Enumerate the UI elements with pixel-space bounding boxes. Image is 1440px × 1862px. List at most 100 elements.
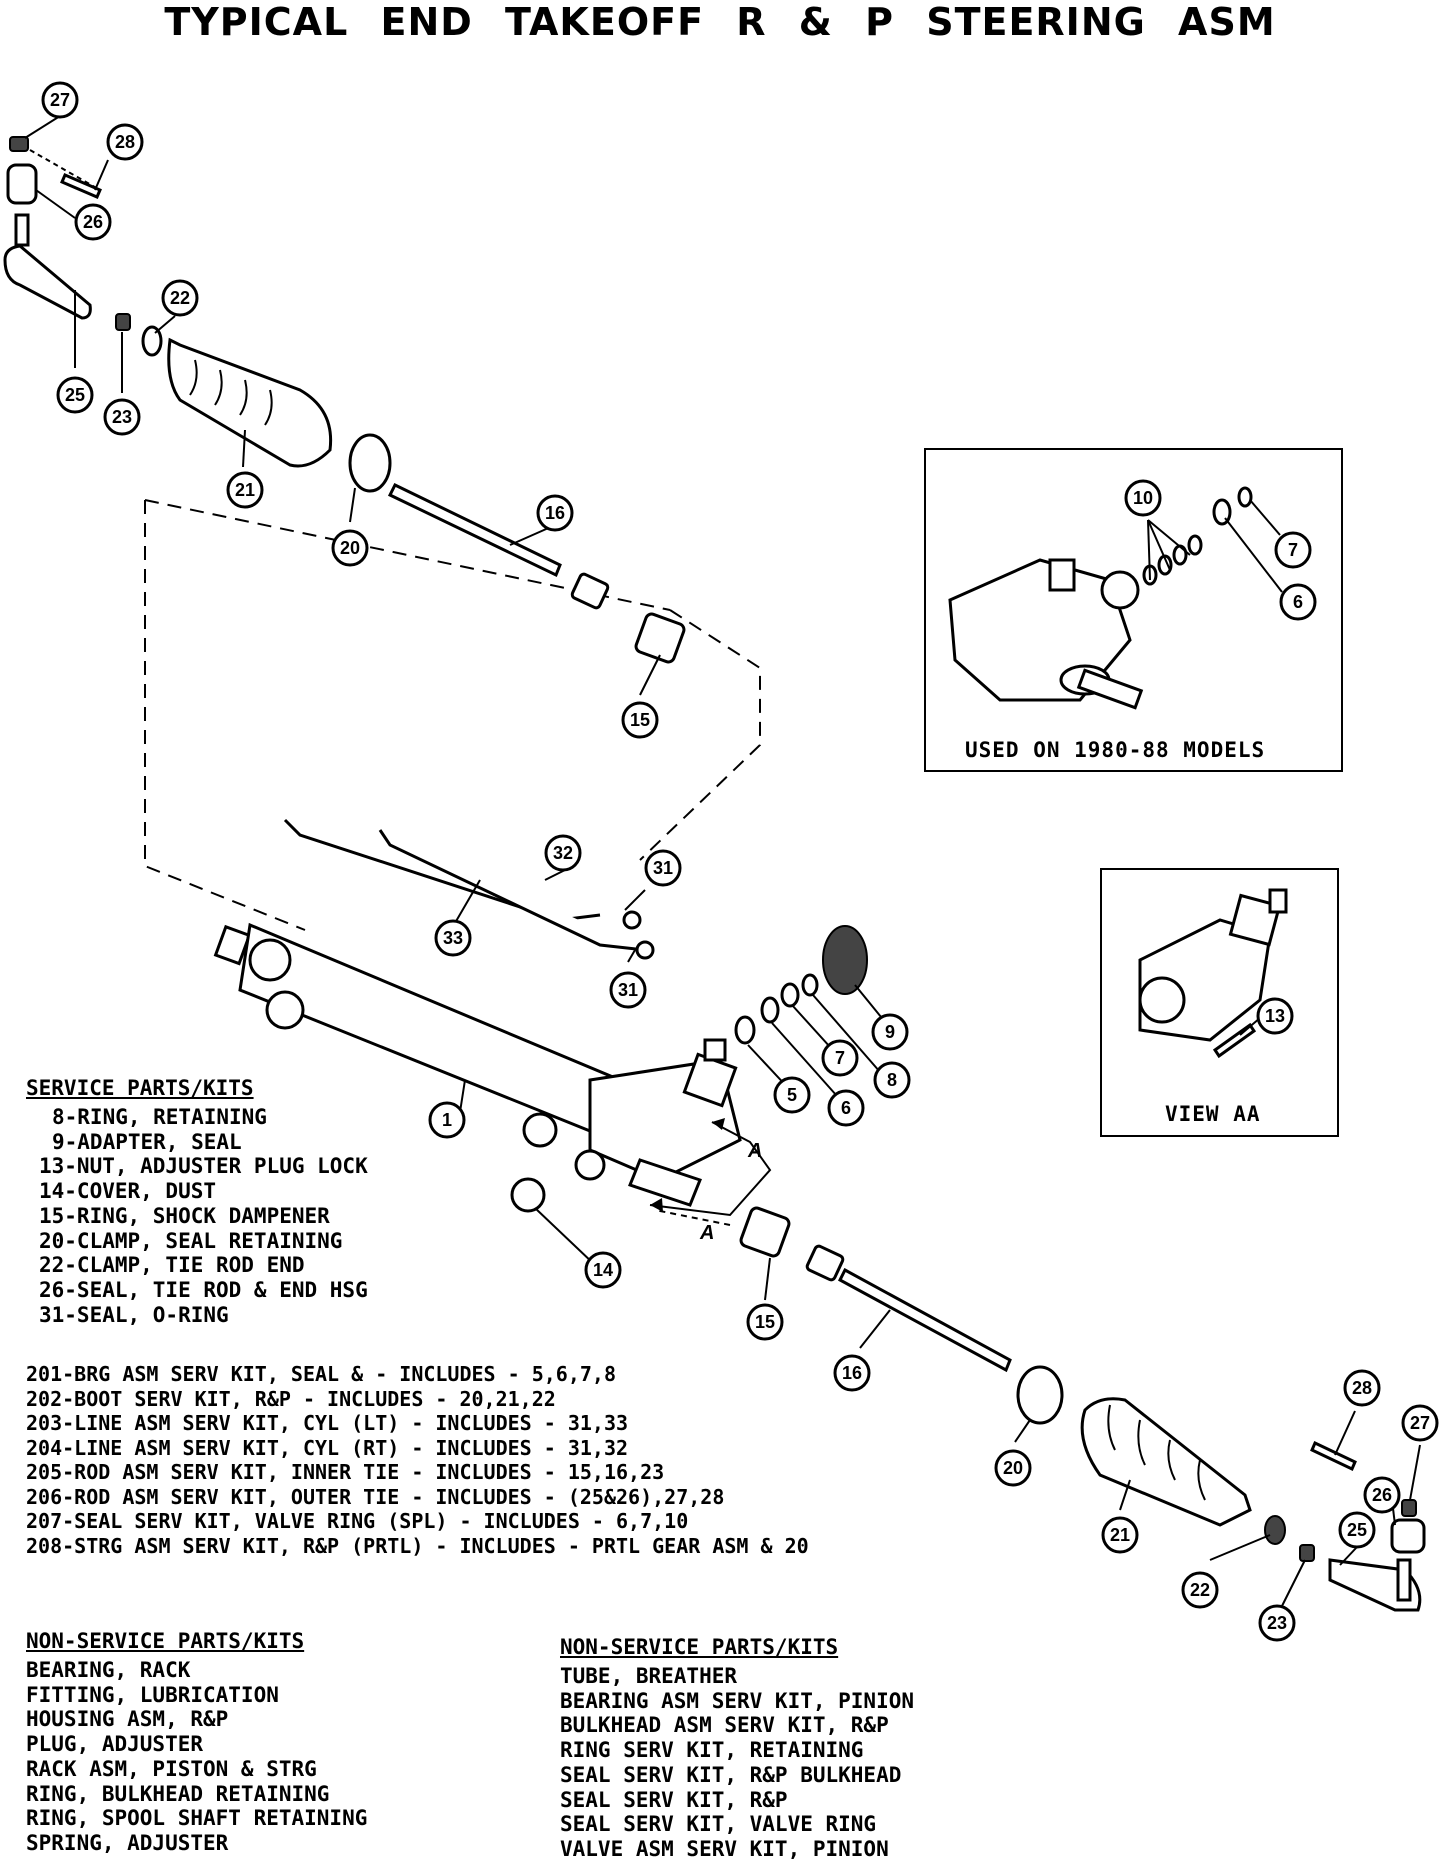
non-service-item: RACK ASM, PISTON & STRG — [26, 1756, 317, 1781]
non-service-header-left: NON-SERVICE PARTS/KITS — [26, 1629, 305, 1653]
non-service-item: RING, BULKHEAD RETAINING — [26, 1781, 330, 1806]
non-service-item: SEAL SERV KIT, R&P — [560, 1787, 788, 1812]
svg-text:6: 6 — [841, 1098, 851, 1118]
service-kit-item: 206-ROD ASM SERV KIT, OUTER TIE - INCLUD… — [26, 1484, 725, 1509]
inset-view-aa-illustration — [1138, 888, 1288, 1059]
callout-28-lower: 28 — [1343, 1369, 1381, 1407]
svg-text:7: 7 — [835, 1048, 845, 1068]
service-part-item: 13-NUT, ADJUSTER PLUG LOCK — [39, 1154, 368, 1179]
inset-top-caption: USED ON 1980-88 MODELS — [965, 738, 1266, 762]
non-service-item: BEARING ASM SERV KIT, PINION — [560, 1688, 915, 1713]
callout-31-lower: 31 — [609, 971, 647, 1009]
cylinder-lines — [283, 818, 655, 960]
svg-text:21: 21 — [235, 480, 255, 500]
callout-6-inset: 6 — [1279, 583, 1317, 621]
callout-10: 10 — [1124, 479, 1162, 517]
service-kit-item: 205-ROD ASM SERV KIT, INNER TIE - INCLUD… — [26, 1460, 665, 1484]
svg-text:9: 9 — [885, 1022, 895, 1042]
lower-nut-27 — [1401, 1499, 1417, 1517]
callout-21-upper: 21 — [226, 471, 264, 509]
svg-text:28: 28 — [1352, 1378, 1372, 1398]
ring-5 — [734, 1015, 756, 1045]
svg-text:7: 7 — [1288, 540, 1298, 560]
svg-text:33: 33 — [443, 928, 463, 948]
lower-cotter-pin-28 — [1310, 1440, 1357, 1472]
callout-20-upper: 20 — [331, 529, 369, 567]
lower-tie-rod-end-25 — [1328, 1558, 1422, 1612]
lower-inner-tie-rod-16 — [805, 1244, 1012, 1373]
page-title: TYPICAL END TAKEOFF R & P STEERING ASM — [164, 0, 1276, 44]
callout-22-lower: 22 — [1181, 1571, 1219, 1609]
callout-15-upper: 15 — [621, 701, 659, 739]
non-service-list-right: NON-SERVICE PARTS/KITS TUBE, BREATHER BE… — [560, 1634, 914, 1862]
callout-22-upper: 22 — [161, 279, 199, 317]
callout-1: 1 — [428, 1101, 466, 1139]
svg-text:25: 25 — [1347, 1520, 1367, 1540]
svg-text:27: 27 — [1410, 1413, 1430, 1433]
svg-text:25: 25 — [65, 385, 85, 405]
svg-text:31: 31 — [653, 858, 673, 878]
leader-lines — [24, 115, 1421, 1611]
callout-26-lower: 26 — [1363, 1476, 1401, 1514]
callout-13: 13 — [1256, 997, 1294, 1035]
service-kit-item: 202-BOOT SERV KIT, R&P - INCLUDES - 20,2… — [26, 1386, 556, 1411]
svg-text:16: 16 — [545, 503, 565, 523]
callout-16-lower: 16 — [833, 1354, 871, 1392]
svg-text:23: 23 — [1267, 1613, 1287, 1633]
upper-seal-26 — [6, 163, 38, 205]
upper-clamp-22 — [141, 325, 163, 357]
retaining-ring-8 — [801, 973, 819, 997]
section-mark-a-upper: A — [748, 1140, 763, 1162]
svg-text:23: 23 — [112, 407, 132, 427]
svg-text:22: 22 — [1190, 1580, 1210, 1600]
callout-25-lower: 25 — [1338, 1511, 1376, 1549]
svg-text:16: 16 — [842, 1363, 862, 1383]
callout-8: 8 — [873, 1061, 911, 1099]
svg-text:13: 13 — [1265, 1006, 1285, 1026]
lower-clamp-22 — [1264, 1515, 1286, 1545]
non-service-item: SEAL SERV KIT, VALVE RING — [560, 1812, 877, 1837]
svg-text:10: 10 — [1133, 488, 1153, 508]
lower-jam-nut-23 — [1299, 1544, 1315, 1562]
seal-6 — [760, 996, 780, 1024]
non-service-item: SEAL SERV KIT, R&P BULKHEAD — [560, 1762, 902, 1787]
callout-7-main: 7 — [821, 1039, 859, 1077]
svg-text:1: 1 — [442, 1110, 452, 1130]
lower-boot-21 — [1080, 1397, 1252, 1527]
callout-23-upper: 23 — [103, 398, 141, 436]
svg-text:21: 21 — [1110, 1525, 1130, 1545]
callout-16-upper: 16 — [536, 494, 574, 532]
service-part-item: 22-CLAMP, TIE ROD END — [39, 1253, 305, 1278]
non-service-header-right: NON-SERVICE PARTS/KITS — [560, 1635, 839, 1659]
callout-9: 9 — [871, 1013, 909, 1051]
non-service-item: SPRING, ADJUSTER — [26, 1830, 229, 1855]
svg-text:8: 8 — [887, 1070, 897, 1090]
svg-text:15: 15 — [755, 1312, 775, 1332]
rack-housing-1 — [213, 922, 742, 1207]
inset-view-aa-caption: VIEW AA — [1165, 1102, 1261, 1126]
callout-32: 32 — [544, 834, 582, 872]
service-kit-item: 208-STRG ASM SERV KIT, R&P (PRTL) - INCL… — [26, 1533, 809, 1558]
non-service-item: RING SERV KIT, RETAINING — [560, 1738, 864, 1763]
callout-14: 14 — [584, 1251, 622, 1289]
callout-5: 5 — [773, 1076, 811, 1114]
svg-text:26: 26 — [1372, 1485, 1392, 1505]
svg-text:22: 22 — [170, 288, 190, 308]
service-part-item: 26-SEAL, TIE ROD & END HSG — [39, 1277, 368, 1302]
inset-top-illustration — [948, 486, 1253, 710]
svg-text:14: 14 — [593, 1260, 613, 1280]
section-mark-a-lower: A — [700, 1222, 715, 1244]
callout-31-upper: 31 — [644, 849, 682, 887]
svg-text:15: 15 — [630, 710, 650, 730]
dust-cover-14 — [510, 1177, 546, 1213]
svg-text:28: 28 — [115, 132, 135, 152]
lower-seal-26 — [1390, 1518, 1426, 1554]
service-part-item: 14-COVER, DUST — [39, 1179, 217, 1204]
service-part-item: 8-RING, RETAINING — [52, 1105, 267, 1129]
bearing-7 — [780, 982, 800, 1008]
non-service-item: PLUG, ADJUSTER — [26, 1732, 204, 1757]
service-kit-item: 201-BRG ASM SERV KIT, SEAL & - INCLUDES … — [26, 1362, 617, 1386]
lower-shock-dampener-15 — [739, 1206, 791, 1258]
svg-text:20: 20 — [1003, 1458, 1023, 1478]
